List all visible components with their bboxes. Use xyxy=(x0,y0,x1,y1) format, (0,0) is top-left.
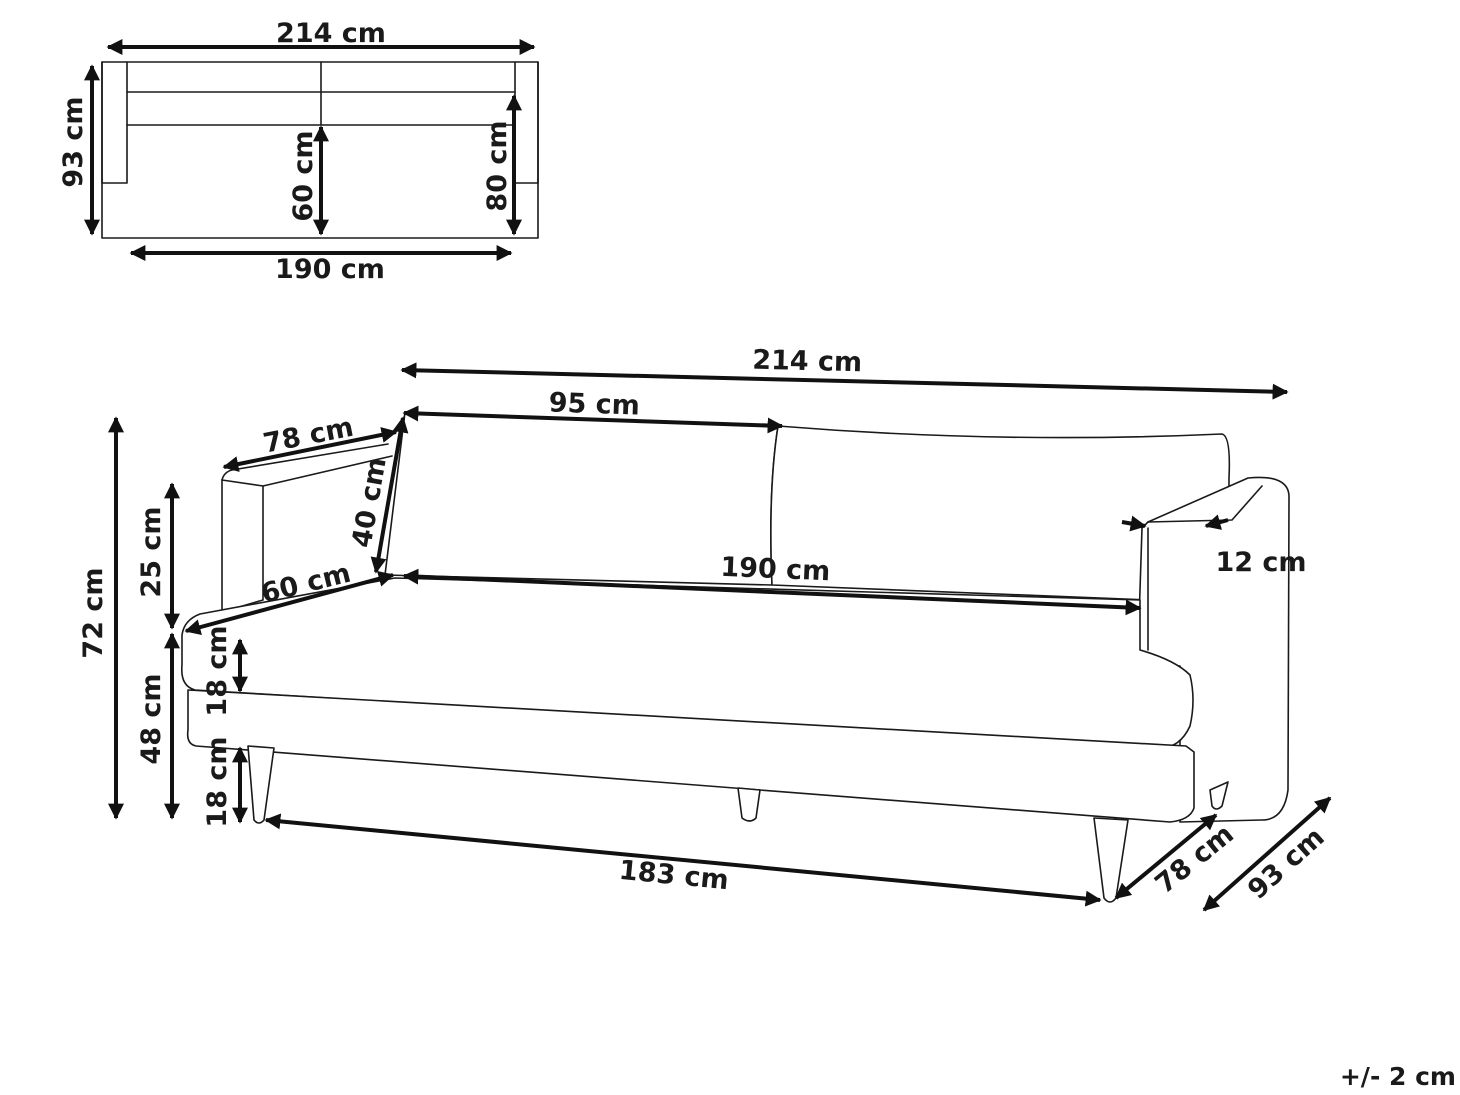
back-cushion-height-label: 40 cm xyxy=(346,455,392,550)
back-cushion-width-label: 95 cm xyxy=(548,387,640,421)
armrest-depth-dimension-arrow xyxy=(222,427,398,472)
back-cushion-height-dimension-arrow xyxy=(370,416,409,574)
seat-width-label: 190 cm xyxy=(720,552,831,588)
armrest-width-label: 12 cm xyxy=(1215,547,1306,578)
back-cushion-right xyxy=(770,425,1231,601)
perspective-view: 214 cm 95 cm 78 cm 40 cm 60 cm 190 cm 12… xyxy=(78,345,1332,912)
top-view-sofa-outline xyxy=(101,61,539,239)
seat-depth-dimension-arrow xyxy=(184,571,395,635)
cushion-thickness-label: 18 cm xyxy=(202,625,233,716)
back-cushion-width-dimension-arrow xyxy=(402,405,784,434)
top-width-label: 214 cm xyxy=(276,18,386,49)
seat-height-label: 48 cm xyxy=(136,673,167,764)
armrest-width-arrow-right xyxy=(1204,514,1229,530)
base-depth-dimension-arrow xyxy=(1114,813,1218,900)
top-seat-depth-label: 60 cm xyxy=(288,130,319,221)
leg-height-label: 18 cm xyxy=(202,736,233,827)
tolerance-label: +/- 2 cm xyxy=(1340,1062,1456,1091)
total-height-label: 72 cm xyxy=(78,567,109,658)
back-cushion-left xyxy=(384,411,779,586)
leg-span-dimension-arrow xyxy=(264,813,1102,907)
total-width-label: 214 cm xyxy=(752,345,863,379)
leg-front-right xyxy=(1093,817,1129,903)
leg-back-middle xyxy=(737,787,761,822)
total-depth-dimension-arrow xyxy=(1202,796,1332,912)
top-inner-width-label: 190 cm xyxy=(275,254,385,285)
top-view: 214 cm 93 cm 60 cm 80 cm 190 cm xyxy=(58,18,539,285)
top-inner-depth-label: 80 cm xyxy=(482,120,513,211)
top-depth-label: 93 cm xyxy=(58,96,89,187)
back-height-label: 25 cm xyxy=(136,506,167,597)
armrest-width-arrow-left xyxy=(1121,515,1147,532)
seat-width-dimension-arrow xyxy=(402,568,1142,616)
left-armrest xyxy=(221,479,264,613)
total-width-dimension-arrow xyxy=(400,362,1289,400)
leg-front-left xyxy=(247,745,275,824)
